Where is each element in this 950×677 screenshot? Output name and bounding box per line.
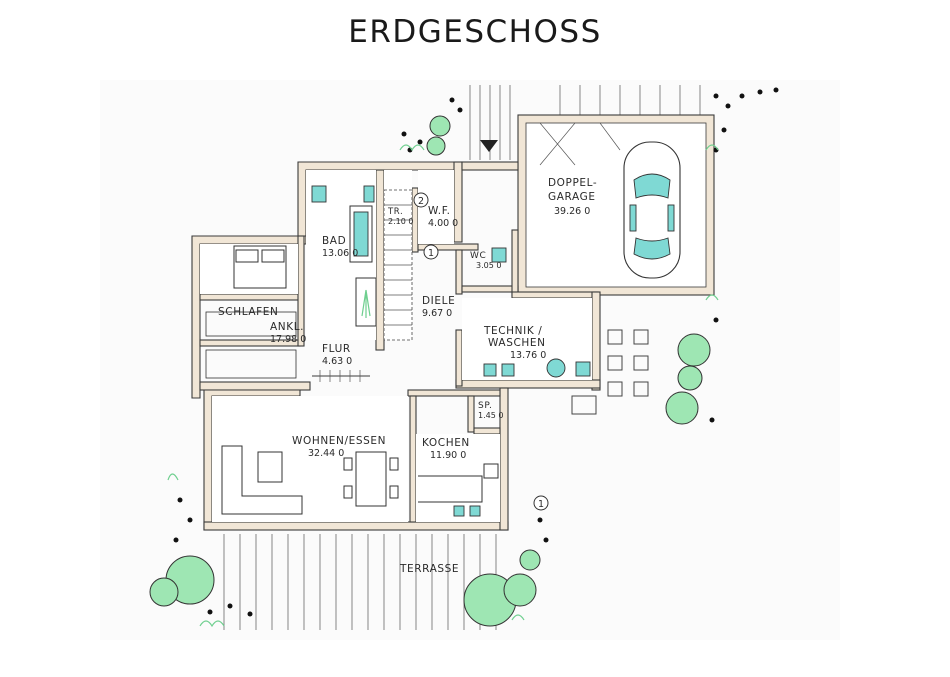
staircase: [383, 189, 413, 341]
tree-icon: [677, 333, 711, 367]
car-icon: [623, 141, 681, 279]
section-markers: [413, 192, 549, 511]
room-label-sp: SP.: [478, 401, 492, 411]
room-label-diele: DIELE: [422, 295, 455, 307]
paving-stones: [571, 329, 649, 415]
room-area-sp: 1.45 0: [478, 411, 503, 420]
room-label-waschen: WASCHEN: [488, 337, 546, 349]
house-walls: [191, 161, 601, 531]
trees: [149, 115, 711, 627]
shrub-dots: [173, 87, 779, 617]
sofa-icon: [221, 445, 303, 515]
dining-table-icon: [343, 451, 399, 507]
room-area-garage: 39.26 0: [554, 206, 590, 217]
boiler-icon: [546, 358, 566, 378]
room-label-garage-2: GARAGE: [548, 191, 596, 203]
room-label-wohnen: WOHNEN/ESSEN: [292, 435, 386, 447]
room-label-wc: WC: [470, 251, 486, 261]
tree-icon: [426, 136, 446, 156]
garage: [517, 114, 715, 296]
page-title: ERDGESCHOSS: [348, 14, 602, 50]
tree-icon: [149, 577, 179, 607]
tree-icon: [677, 365, 703, 391]
room-label-schlafen: SCHLAFEN: [218, 306, 279, 318]
room-area-bad: 13.06 0: [322, 248, 358, 259]
tree-icon: [519, 549, 541, 571]
wardrobe: [205, 311, 297, 337]
bathroom-fixtures: [311, 185, 507, 327]
dryer-icon: [501, 363, 515, 377]
room-label-technik: TECHNIK /: [483, 325, 542, 337]
marker-label: 1: [428, 248, 434, 259]
bed-icon: [233, 245, 287, 289]
room-label-tr: TR.: [387, 207, 403, 217]
room-label-wf: W.F.: [428, 205, 451, 217]
room-label-bad: BAD: [322, 235, 346, 247]
room-area-technik: 13.76 0: [510, 350, 546, 361]
tree-icon: [429, 115, 451, 137]
room-label-ankl: ANKL.: [270, 321, 304, 333]
room-label-terrasse: TERRASSE: [399, 563, 459, 575]
room-area-tr: 2.10 0: [388, 217, 413, 226]
room-area-kochen: 11.90 0: [430, 450, 466, 461]
room-label-kochen: KOCHEN: [422, 437, 470, 449]
washer-icon: [483, 363, 497, 377]
room-label-flur: FLUR: [322, 343, 351, 355]
marker-label: 2: [418, 196, 424, 207]
tree-icon: [503, 573, 537, 607]
room-area-diele: 9.67 0: [422, 308, 452, 319]
marker-label: 1: [538, 499, 544, 510]
tree-icon: [665, 391, 699, 425]
room-area-ankl: 17.98 0: [270, 334, 306, 345]
kitchen-counter: [418, 463, 499, 517]
tank-icon: [575, 361, 591, 377]
room-area-wf: 4.00 0: [428, 218, 458, 229]
radiator: [312, 370, 370, 382]
room-area-flur: 4.63 0: [322, 356, 352, 367]
room-label-garage: DOPPEL-: [548, 177, 597, 189]
entrance-arrow-icon: [480, 140, 498, 152]
driveway-hatching: [469, 85, 701, 160]
wardrobe-2: [205, 349, 297, 379]
room-area-wohnen: 32.44 0: [308, 448, 344, 459]
room-area-wc: 3.05 0: [476, 261, 501, 270]
grass: [167, 144, 719, 628]
